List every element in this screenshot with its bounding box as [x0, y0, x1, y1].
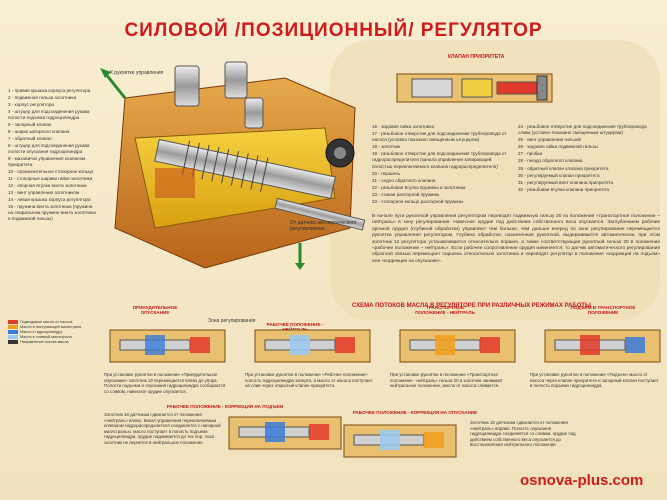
correction-up-diagram — [228, 416, 342, 450]
correction-down-title: РАБОЧЕЕ ПОЛОЖЕНИЕ - КОРРЕКЦИЯ НА ОПУСКАН… — [352, 410, 478, 415]
legend-middle-item: 23 - стопорное кольцо распорной пружины — [372, 199, 464, 205]
flow-legend-label: Масло в сливной магистрали — [20, 335, 72, 339]
legend-right-item: 25 - винт управления гильзой — [518, 137, 581, 143]
legend-middle-item: 23 - стакан распорной пружины — [372, 191, 440, 197]
legend-right-item: 30 - регулируемый клапан приоритета — [518, 172, 600, 178]
mode-caption-2: При установке рукоятки в положение «Рабо… — [245, 372, 373, 389]
zone-label: Зона регулирования — [208, 318, 256, 324]
legend-right-item: 27 - пробка — [518, 151, 543, 157]
legend-right-item: 24 - резьбовое отверстие для подсоединен… — [518, 124, 647, 136]
legend-right-item: 28 - гнездо обратного клапана — [518, 158, 583, 164]
flow-legend-item: Подводимое масло от насоса — [8, 320, 88, 325]
legend-left-item: 2 - подвижная гильза золотника — [8, 95, 77, 100]
flow-legend-item: Масло в поступающей магистрали — [8, 325, 88, 330]
flow-legend-item: Масло к гидроцилиндру — [8, 330, 88, 335]
mode-title-1: ПРИНУДИТЕЛЬНОЕ ОПУСКАНИЕ — [132, 305, 178, 315]
mode-title-3: ТРАНСПОРТНОЕ ПОЛОЖЕНИЕ - НЕЙТРАЛЬ — [415, 305, 475, 315]
mode-diagrams — [109, 329, 661, 363]
legend-right: 24 - резьбовое отверстие для подсоединен… — [518, 124, 658, 194]
regulator-cutaway-illustration — [100, 61, 366, 270]
flow-legend-label: Масло в поступающей магистрали — [20, 325, 82, 329]
flow-legend-label: Масло к гидроцилиндру — [20, 330, 63, 334]
legend-middle-item: 21 - седло обратного клапана — [372, 177, 436, 183]
from-sensor-label: От датчика автоматического регулирования — [290, 220, 357, 232]
correction-up-title: РАБОЧЕЕ ПОЛОЖЕНИЕ - КОРРЕКЦИЯ НА ПОДЪЕМ — [166, 404, 284, 409]
legend-middle-item: 19 - резьбовое отверстие для подсоединен… — [372, 151, 507, 169]
legend-left-item: 8 - штуцер для подсоединения рукава поло… — [8, 143, 90, 154]
flow-legend-swatch — [8, 335, 18, 339]
legend-right-item: 31 - регулируемый винт клапана приоритет… — [518, 179, 614, 185]
correction-down-diagram — [343, 424, 457, 458]
legend-left-item: 9 - маховичок управления клапаном приори… — [8, 156, 86, 167]
priority-valve-diagram — [396, 73, 553, 103]
schema-title: СХЕМА ПОТОКОВ МАСЛА В РЕГУЛЯТОРЕ ПРИ РАЗ… — [352, 303, 591, 309]
mode-title-4: ПОДЪЕМ В ТРАНСПОРТНОЕ ПОЛОЖЕНИЕ — [570, 305, 636, 315]
legend-left-item: 1 - правая крышка корпуса регулятора — [8, 88, 91, 93]
correction-down-caption: Золотник 18 датчиком сдвигается от полож… — [470, 420, 576, 448]
intro-paragraph: В начале пути рукояткой управления регул… — [372, 214, 660, 264]
flow-legend-item: Направление потока масла — [8, 340, 88, 345]
correction-up-caption: Золотник 18 датчиком сдвигается от полож… — [104, 412, 221, 445]
legend-middle-item: 16 - ходовая гайка золотника — [372, 124, 435, 129]
legend-middle: 16 - ходовая гайка золотника 17 - резьбов… — [372, 124, 512, 206]
priority-valve-title: КЛАПАН ПРИОРИТЕТА — [448, 54, 505, 60]
mode-caption-4: При установке рукоятки в положение «Подъ… — [530, 372, 659, 389]
legend-left: 1 - правая крышка корпуса регулятора 2 - … — [8, 88, 98, 223]
legend-left-item: 11 - стопорные шарики гайки золотника — [8, 176, 93, 181]
flow-legend-item: Масло в сливной магистрали — [8, 335, 88, 340]
flow-legend-swatch — [8, 340, 18, 344]
legend-left-item: 12 - опорная втулка винта золотника — [8, 183, 87, 188]
flow-legend-label: Подводимое масло от насоса — [20, 320, 73, 324]
footer-site: osnova-plus.com — [520, 472, 644, 489]
page-title: СИЛОВОЙ /ПОЗИЦИОННЫЙ/ РЕГУЛЯТОР — [124, 20, 543, 41]
mode-caption-1: При установке рукоятки в положение «Прин… — [104, 372, 226, 394]
legend-middle-item: 20 - поршень — [372, 170, 400, 176]
legend-right-item: 29 - обратный клапан клапана приоритета — [518, 165, 609, 171]
legend-left-item: 5 - запорный клапан — [8, 122, 52, 127]
mode-caption-3: При установке рукоятки в положение «Тран… — [390, 372, 503, 389]
legend-left-item: 13 - винт управления золотником — [8, 190, 80, 195]
flow-legend-swatch — [8, 330, 18, 334]
flow-legend-swatch — [8, 325, 18, 329]
flow-legend-swatch — [8, 320, 18, 324]
legend-left-item: 6 - шарик запорного клапана — [8, 129, 70, 134]
legend-left-item: 10 - ограничительное стопорное кольцо — [8, 169, 94, 174]
legend-left-item: 7 - обратный клапан — [8, 136, 52, 141]
flow-legend-label: Направление потока масла — [20, 340, 69, 344]
legend-middle-item: 22 - резьбовая втулка пружины и золотник… — [372, 184, 466, 190]
legend-middle-item: 17 - резьбовое отверстие для подсоединен… — [372, 131, 507, 143]
legend-middle-item: 18 - золотник — [372, 144, 401, 150]
to-handle-label: К рукоятке управления — [110, 70, 164, 76]
legend-left-item: 3 - корпус регулятора — [8, 102, 54, 107]
legend-left-item: 14 - левая крышка корпуса регулятора — [8, 197, 91, 202]
legend-right-item: 32 - резьбовая втулка клапана приоритета — [518, 186, 609, 192]
legend-left-item: 15 - пружина винта золотника (пружина на… — [8, 204, 96, 221]
legend-right-item: 26 - ходовая гайка подвижной гильзы — [518, 144, 598, 150]
legend-left-item: 4 - штуцер для подсоединения рукава поло… — [8, 109, 90, 120]
